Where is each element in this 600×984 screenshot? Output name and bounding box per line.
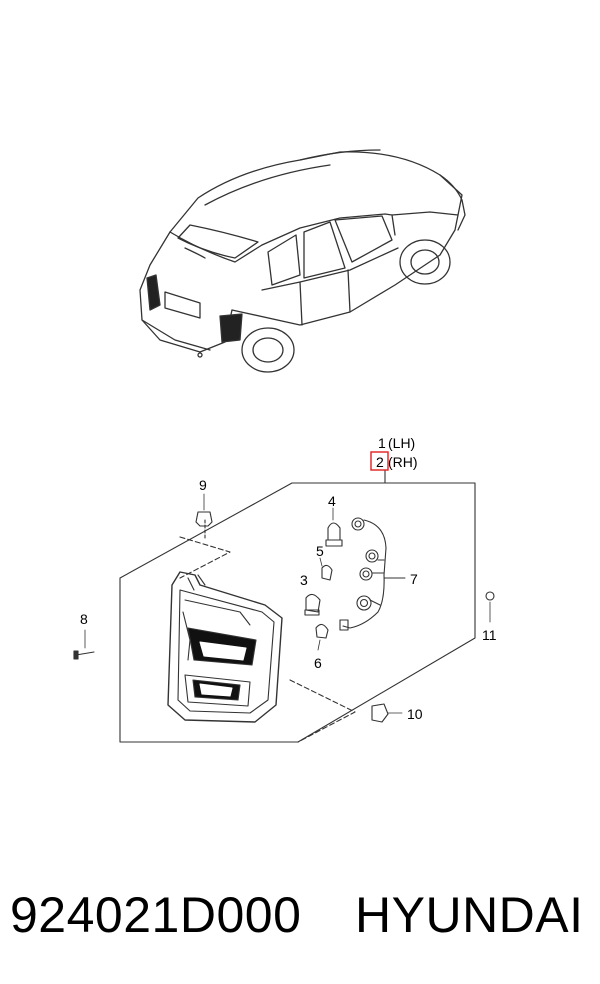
callout-3: 3	[300, 572, 308, 588]
callout-11: 11	[482, 627, 497, 643]
part-caption: 924021D000 HYUNDAI	[0, 880, 600, 950]
brand-name: HYUNDAI	[355, 887, 584, 943]
callout-6: 6	[314, 655, 322, 671]
bulb-4	[325, 522, 343, 547]
callout-9: 9	[199, 477, 207, 493]
callout-2: 2	[376, 454, 384, 470]
part-number: 924021D000	[10, 887, 302, 943]
vehicle-illustration	[139, 149, 466, 373]
callout-1-side: (LH)	[388, 435, 415, 451]
bulb-6	[315, 623, 329, 639]
callout-4: 4	[328, 493, 336, 509]
screw-8	[73, 629, 95, 660]
callout-1: 1	[378, 435, 386, 451]
callout-2-highlight-box	[370, 451, 389, 471]
grommet-11	[485, 591, 495, 623]
callout-10: 10	[407, 706, 423, 722]
bulb-3	[304, 593, 321, 616]
callout-2-side: (RH)	[388, 454, 418, 470]
callout-8: 8	[80, 611, 88, 627]
exploded-view	[73, 469, 495, 743]
nut-10	[371, 703, 403, 723]
bulb-5	[321, 564, 333, 581]
callout-labels: 1 (LH) 2 (RH) 9 4 5 3 7 8 11 6 10	[80, 435, 497, 722]
clip-9	[195, 493, 213, 527]
tail-lamp-housing	[167, 571, 283, 723]
callout-5: 5	[316, 543, 324, 559]
socket-harness	[339, 517, 406, 631]
callout-7: 7	[410, 571, 418, 587]
